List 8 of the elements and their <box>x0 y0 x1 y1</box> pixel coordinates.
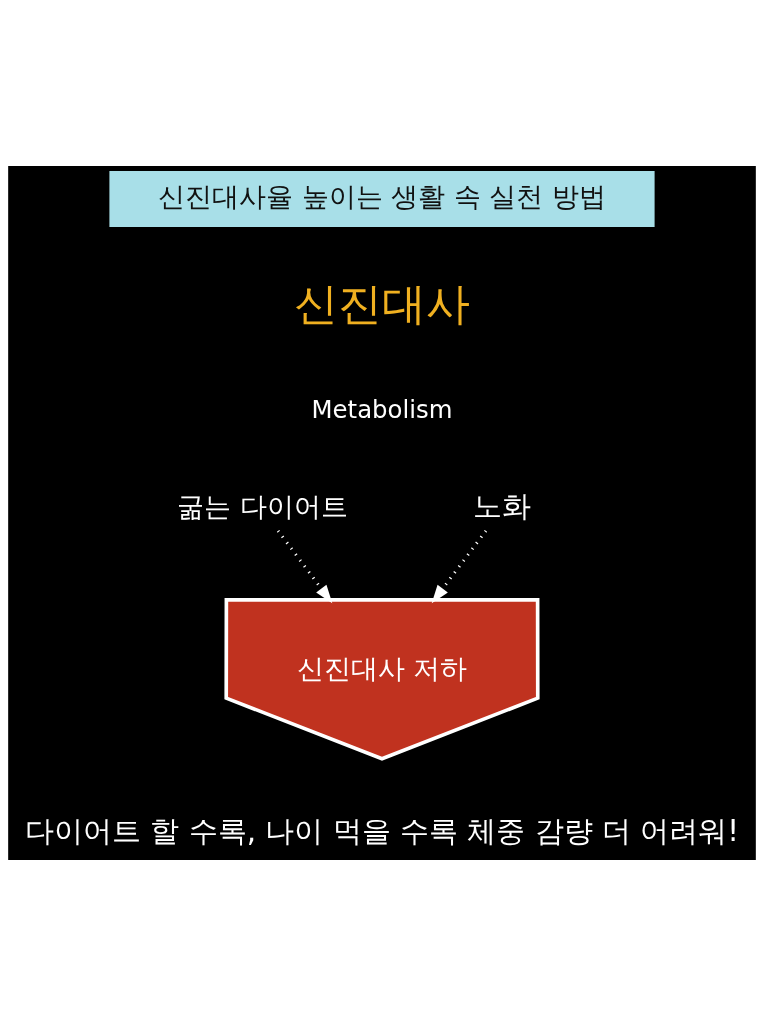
caption: 다이어트 할 수록, 나이 먹을 수록 체중 감량 더 어려워! <box>25 813 739 848</box>
diagram-title: 신진대사율 높이는 생활 속 실천 방법 <box>158 180 606 212</box>
node-text: 굶는 다이어트 <box>177 490 348 522</box>
label: Metabolism <box>311 394 453 424</box>
label: 신진대사 <box>294 277 470 329</box>
node-text: 노화 <box>472 488 531 523</box>
arrow <box>276 529 333 603</box>
arrow <box>431 529 488 603</box>
